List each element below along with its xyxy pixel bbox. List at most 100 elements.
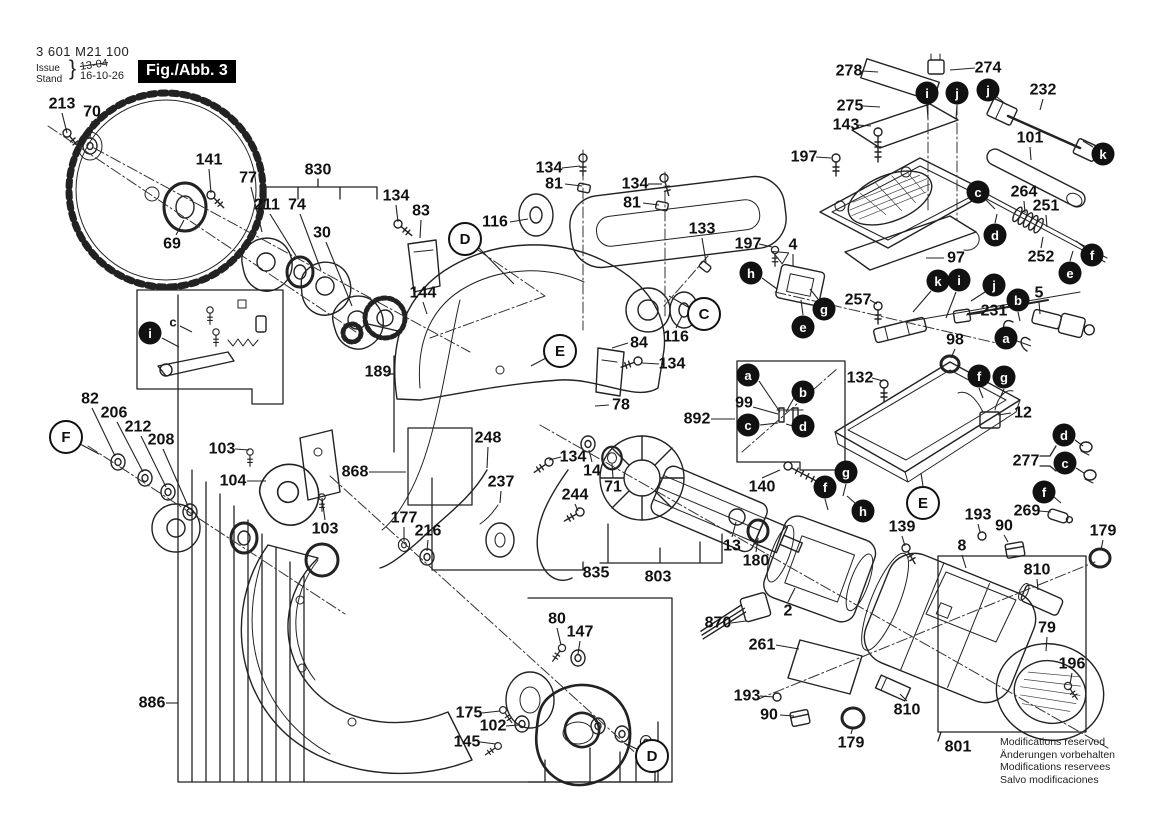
part-label-12: 12 xyxy=(1014,405,1032,422)
part-label-145: 145 xyxy=(454,734,481,751)
leader-line xyxy=(1036,578,1039,591)
leader-line xyxy=(1074,439,1084,447)
leader-line xyxy=(1016,340,1032,347)
callout-circle-e xyxy=(1058,261,1082,285)
leader-line xyxy=(179,325,193,333)
saw-blade-graphic xyxy=(65,89,267,291)
leader-line xyxy=(479,741,497,745)
part-label-144: 144 xyxy=(410,285,437,302)
part-label-97: 97 xyxy=(947,250,965,267)
part-label-231: 231 xyxy=(981,303,1008,320)
part-label-83: 83 xyxy=(412,203,430,220)
leader-line xyxy=(758,380,781,413)
callout-letter-f: f xyxy=(1042,485,1047,500)
armature-graphic xyxy=(599,435,803,554)
ref-circle-E xyxy=(543,334,577,368)
leader-line xyxy=(850,726,854,735)
leader-line xyxy=(920,472,924,487)
leader-line xyxy=(846,495,856,504)
part-label-101: 101 xyxy=(1017,130,1044,147)
leader-line xyxy=(1003,534,1009,543)
leader-line xyxy=(761,469,781,479)
callout-circle-a xyxy=(994,326,1018,350)
header: 3 601 M21 100 Issue Stand } 13-04 16-10-… xyxy=(36,44,236,85)
callout-circle-f xyxy=(1032,480,1056,504)
leader-line xyxy=(970,291,986,302)
brace-glyph: } xyxy=(69,57,77,80)
callout-letter-j: j xyxy=(954,86,959,101)
leader-line xyxy=(1038,510,1052,513)
leader-line xyxy=(1100,539,1104,551)
part-label-206: 206 xyxy=(101,405,128,422)
base-tray-graphic xyxy=(834,361,1021,483)
callout-letter-d: d xyxy=(1060,428,1068,443)
callout-circle-b xyxy=(1006,288,1030,312)
part-label-134: 134 xyxy=(383,188,410,205)
part-label-257: 257 xyxy=(845,292,872,309)
part-label-c: c xyxy=(169,315,176,330)
part-label-274: 274 xyxy=(975,60,1002,77)
leader-line xyxy=(234,448,250,451)
upper-guard-graphic xyxy=(394,244,671,401)
part-label-81: 81 xyxy=(545,176,563,193)
callout-letter-f: f xyxy=(1090,248,1095,263)
dates: 13-04 16-10-26 xyxy=(79,57,124,82)
leader-line xyxy=(668,295,689,308)
leader-line xyxy=(1045,214,1048,228)
ref-letter-D: D xyxy=(647,748,658,765)
part-label-74: 74 xyxy=(288,197,306,214)
part-label-180: 180 xyxy=(743,553,770,570)
figure-label: Fig./Abb. 3 xyxy=(138,60,236,83)
part-label-102: 102 xyxy=(480,718,507,735)
part-label-134: 134 xyxy=(622,176,649,193)
inner-flange-graphic xyxy=(144,181,208,233)
ref-letter-D: D xyxy=(460,231,471,248)
cover-plate-graphic xyxy=(505,671,645,800)
part-label-252: 252 xyxy=(1028,249,1055,266)
leader-line xyxy=(824,498,829,511)
leader-line xyxy=(759,695,775,698)
leader-line xyxy=(869,299,878,305)
issue-stand: Issue Stand } 13-04 16-10-26 xyxy=(36,57,129,85)
leader-line xyxy=(950,348,956,359)
part-label-116: 116 xyxy=(482,214,508,231)
leader-line xyxy=(611,463,614,479)
part-label-2: 2 xyxy=(784,603,793,620)
brush-spring-graphic xyxy=(700,592,772,640)
part-label-237: 237 xyxy=(488,474,515,491)
washer-116-graphic xyxy=(518,193,699,329)
part-label-810: 810 xyxy=(894,702,921,719)
callout-letter-i: i xyxy=(957,273,961,288)
note-line-en: Modifications reserved xyxy=(1000,736,1106,748)
leader-line xyxy=(641,362,660,365)
leader-line xyxy=(530,357,547,367)
part-label-213: 213 xyxy=(49,96,76,113)
callout-circle-k xyxy=(926,269,950,293)
ref-circle-C xyxy=(687,297,721,331)
part-label-70: 70 xyxy=(83,104,101,121)
callout-letter-c: c xyxy=(744,418,751,433)
part-label-103: 103 xyxy=(312,521,339,538)
leader-line xyxy=(577,640,581,655)
callout-circle-g xyxy=(992,365,1016,389)
part-label-211: 211 xyxy=(254,197,280,214)
callout-letter-g: g xyxy=(842,465,850,480)
leader-line xyxy=(758,243,773,248)
part-label-269: 269 xyxy=(1014,503,1041,520)
part-label-216: 216 xyxy=(415,523,442,540)
part-label-801: 801 xyxy=(945,739,972,756)
leader-line xyxy=(89,120,93,139)
callout-letter-k: k xyxy=(934,274,942,289)
part-label-30: 30 xyxy=(313,225,331,242)
part-label-79: 79 xyxy=(1038,620,1056,637)
stator-graphic xyxy=(763,515,877,623)
callout-letter-d: d xyxy=(991,228,999,243)
callout-letter-c: c xyxy=(974,185,981,200)
callout-circle-e xyxy=(791,315,815,339)
callout-letter-k: k xyxy=(1099,147,1107,162)
callout-circle-f xyxy=(813,475,837,499)
leader-line xyxy=(761,277,778,290)
leader-line xyxy=(1082,140,1094,148)
callout-circle-g xyxy=(834,460,858,484)
